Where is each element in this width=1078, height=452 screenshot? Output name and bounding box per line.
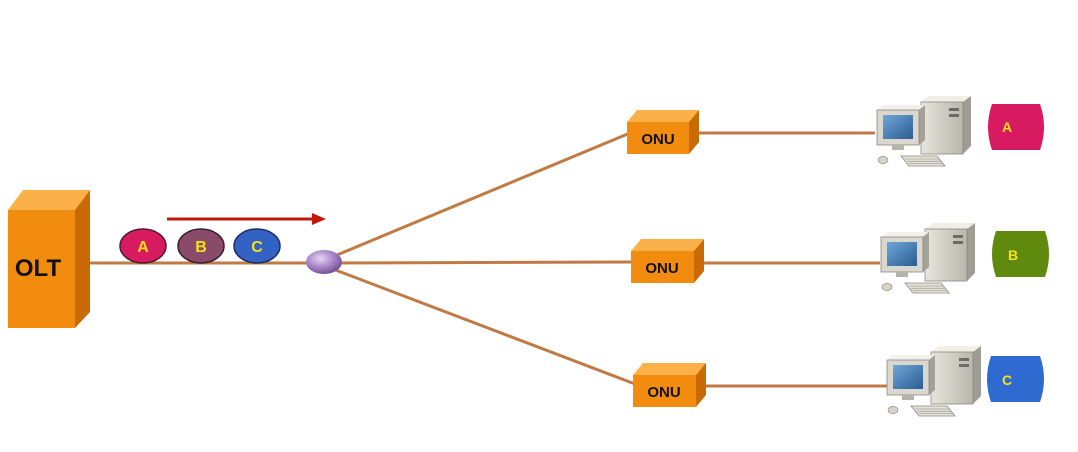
client-badge-b: B [992, 231, 1049, 277]
packets-in-transit: A B C [119, 228, 281, 264]
branch-fiber-c [324, 264, 636, 386]
optical-splitter [306, 250, 342, 274]
client-badge-c-label: C [1002, 372, 1012, 388]
packet-a: A [119, 228, 167, 264]
fiber-lines [90, 131, 888, 388]
onu-c: ONU [633, 363, 706, 407]
onu-b: ONU [631, 239, 704, 283]
packet-a-label: A [137, 239, 149, 256]
client-badge-a: A [988, 104, 1044, 150]
onu-a-label: ONU [641, 131, 674, 148]
packet-b-label: B [195, 239, 207, 256]
packet-c: C [233, 228, 281, 264]
client-badge-b-label: B [1008, 247, 1018, 263]
onu-c-label: ONU [647, 384, 680, 401]
onu-b-label: ONU [645, 260, 678, 277]
computer-icon-b [880, 223, 975, 294]
computer-icon-c [886, 346, 981, 417]
branch-fiber-b [324, 260, 633, 265]
branch-fiber-a [324, 131, 631, 262]
client-badge-c: C [987, 356, 1044, 402]
olt-label: OLT [15, 255, 62, 282]
onu-a: ONU [627, 110, 699, 154]
olt-device: OLT [8, 190, 90, 328]
client-badge-a-label: A [1002, 119, 1012, 135]
packet-b: B [177, 228, 225, 264]
packet-c-label: C [251, 239, 263, 256]
computer-icon-a [876, 96, 971, 167]
downstream-arrow [167, 213, 326, 225]
